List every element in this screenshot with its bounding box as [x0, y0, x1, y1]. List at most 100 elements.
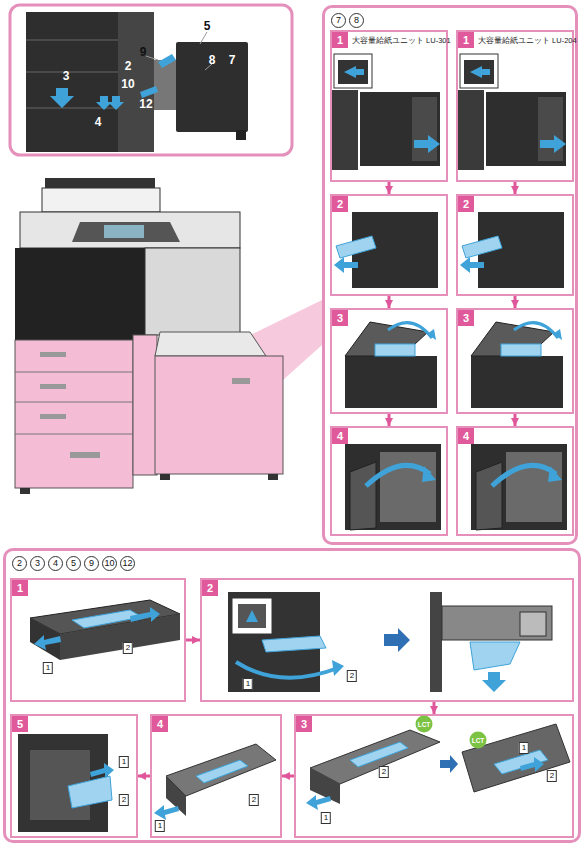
boxed-number: 2 — [347, 670, 357, 682]
step-arrow — [388, 182, 391, 194]
sequence-arrow — [384, 628, 410, 652]
boxed-number: 1 — [321, 812, 331, 824]
step-number: 4 — [458, 428, 474, 444]
circled-number: 8 — [349, 13, 364, 28]
control-panel — [72, 222, 180, 242]
drawer-front — [30, 618, 60, 660]
lct-badge: LCT — [416, 716, 433, 733]
callout-number: 9 — [140, 45, 147, 59]
handle — [40, 352, 66, 357]
step-arrow — [138, 775, 150, 778]
blue-arrow — [130, 607, 160, 622]
scanner-body — [20, 212, 240, 248]
step-number: 4 — [332, 428, 348, 444]
step-arrow — [433, 702, 436, 714]
adf — [42, 188, 160, 212]
step-number: 5 — [12, 716, 28, 732]
circled-number: 3 — [30, 556, 45, 571]
machine-edge — [430, 592, 442, 692]
blue-arrow — [90, 763, 114, 778]
step-arrow — [186, 639, 200, 642]
boxed-number: 1 — [119, 756, 129, 768]
drawer-lines — [15, 372, 133, 434]
lcu-body — [176, 42, 248, 132]
output-area — [145, 248, 240, 335]
step-number: 1 — [332, 32, 348, 48]
inset-frame — [10, 5, 292, 155]
blue-arrow — [482, 672, 506, 692]
blue-arrow — [34, 635, 61, 650]
screen — [104, 225, 144, 238]
unit-name: 大容量給紙ユニット LU-204 — [478, 36, 577, 46]
step-arrow — [388, 414, 391, 426]
boxed-number: 2 — [379, 766, 389, 778]
blue-arrow — [108, 96, 124, 110]
adf-top — [45, 178, 155, 188]
header-row: 78 — [331, 13, 364, 28]
boxed-number: 1 — [43, 662, 53, 674]
lcu-body — [155, 356, 283, 474]
drawer — [166, 744, 276, 796]
callout-number: 12 — [139, 97, 152, 111]
circled-number: 10 — [102, 556, 117, 571]
lu204-steps — [458, 54, 567, 530]
paper-drawers — [15, 340, 133, 488]
boxed-number: 2 — [249, 794, 259, 806]
step-number: 2 — [458, 196, 474, 212]
callout-number: 4 — [95, 115, 102, 129]
paper — [350, 742, 408, 767]
circled-number: 7 — [331, 13, 346, 28]
boxed-number: 2 — [123, 642, 133, 654]
blue-arrow — [154, 805, 179, 820]
paper — [196, 760, 248, 783]
paper — [262, 636, 326, 652]
zoom-frame — [232, 598, 272, 634]
boxed-number: 1 — [243, 678, 253, 690]
paper — [68, 776, 112, 808]
sequence-arrow — [440, 755, 458, 773]
blue-arrow — [520, 757, 544, 772]
boxed-number: 2 — [547, 770, 557, 782]
step-number: 3 — [458, 310, 474, 326]
circled-number: 5 — [66, 556, 81, 571]
circled-number: 12 — [120, 556, 135, 571]
handle — [70, 452, 100, 458]
circled-number: 2 — [12, 556, 27, 571]
side-section — [133, 335, 157, 475]
unit-name: 大容量給紙ユニット LU-301 — [352, 36, 451, 46]
blue-curve-arrow — [236, 662, 338, 678]
caster — [20, 488, 30, 494]
blue-arrow — [306, 795, 331, 810]
step-number: 3 — [332, 310, 348, 326]
callout-number: 5 — [204, 19, 211, 33]
blue-arrow — [246, 610, 258, 622]
machine-body — [26, 12, 154, 152]
step-number: 2 — [332, 196, 348, 212]
header-row: 234591012 — [12, 556, 135, 571]
blue-paper — [158, 54, 176, 68]
circled-number: 9 — [84, 556, 99, 571]
step-arrow — [514, 182, 517, 194]
lu301-steps — [332, 54, 441, 530]
callout-number: 10 — [121, 77, 134, 91]
paper — [470, 642, 520, 670]
step-number: 1 — [458, 32, 474, 48]
step-number: 1 — [12, 580, 28, 596]
handle — [40, 414, 66, 419]
unit-lever — [520, 612, 546, 636]
step-number: 4 — [152, 716, 168, 732]
leader-line — [146, 32, 212, 70]
callout-number: 8 — [209, 53, 216, 67]
caster — [160, 474, 170, 480]
drawer — [310, 730, 440, 784]
callout-number: 2 — [125, 59, 132, 73]
open-unit — [442, 606, 552, 640]
callout-number: 3 — [63, 69, 70, 83]
arrow-head — [332, 660, 344, 676]
circled-number: 4 — [48, 556, 63, 571]
joint — [154, 60, 176, 110]
step-number: 3 — [296, 716, 312, 732]
zoom-detail — [238, 604, 266, 628]
step-arrow — [514, 296, 517, 308]
